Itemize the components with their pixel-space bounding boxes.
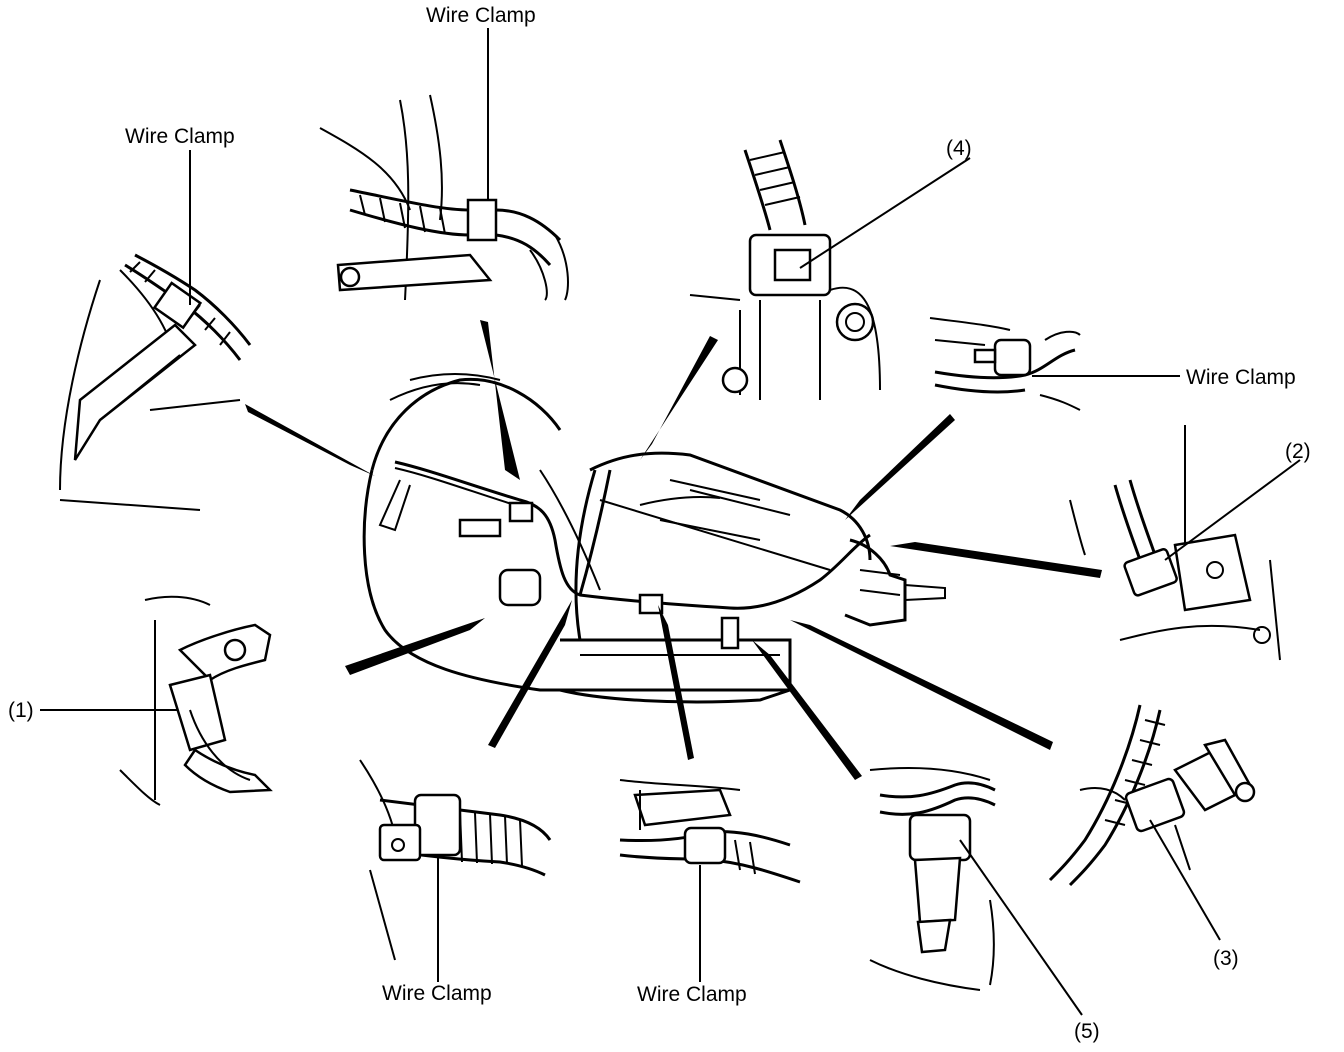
arrow-to-left-clamp [245,404,375,476]
label-callout-3: (3) [1213,947,1239,970]
arrow-to-bottom-center-clamp [658,605,694,760]
detail-top-left-wire-clamp [59,253,252,511]
transmission-assembly [362,373,946,704]
arrow-to-connector-5 [752,640,862,780]
detail-bottom-left-wire-clamp [359,759,552,961]
label-callout-4: (4) [946,137,972,160]
label-callout-5: (5) [1074,1020,1100,1043]
arrow-to-connector-3 [790,620,1053,750]
detail-connector-4 [689,139,881,400]
label-callout-2: (2) [1285,440,1311,463]
label-wire-clamp-bottom-left: Wire Clamp [382,982,492,1005]
label-callout-1: (1) [8,699,34,722]
text-labels: Wire Clamp Wire Clamp (4) Wire Clamp (2)… [8,4,1311,1043]
arrow-to-right-clamp [845,414,955,520]
detail-right-wire-clamp [929,317,1081,411]
label-wire-clamp-bottom-center: Wire Clamp [637,983,747,1006]
label-wire-clamp-top: Wire Clamp [426,4,536,27]
arrow-to-top-clamp [480,320,520,480]
detail-connector-3 [1048,704,1256,887]
leader-lines [40,28,1301,1016]
detail-connector-2 [1069,425,1281,661]
label-wire-clamp-top-left: Wire Clamp [125,125,235,148]
arrow-to-connector-4 [640,336,718,460]
arrow-to-connector-2 [890,542,1102,578]
arrow-to-connector-1 [345,618,485,675]
arrow-to-bottom-left-clamp [488,600,572,748]
detail-top-wire-clamp [319,94,569,301]
label-wire-clamp-right: Wire Clamp [1186,366,1296,389]
pointer-arrows [245,320,1102,780]
detail-connector-5 [869,767,996,991]
detail-connector-1 [119,595,273,806]
detail-bottom-center-wire-clamp [619,779,801,884]
